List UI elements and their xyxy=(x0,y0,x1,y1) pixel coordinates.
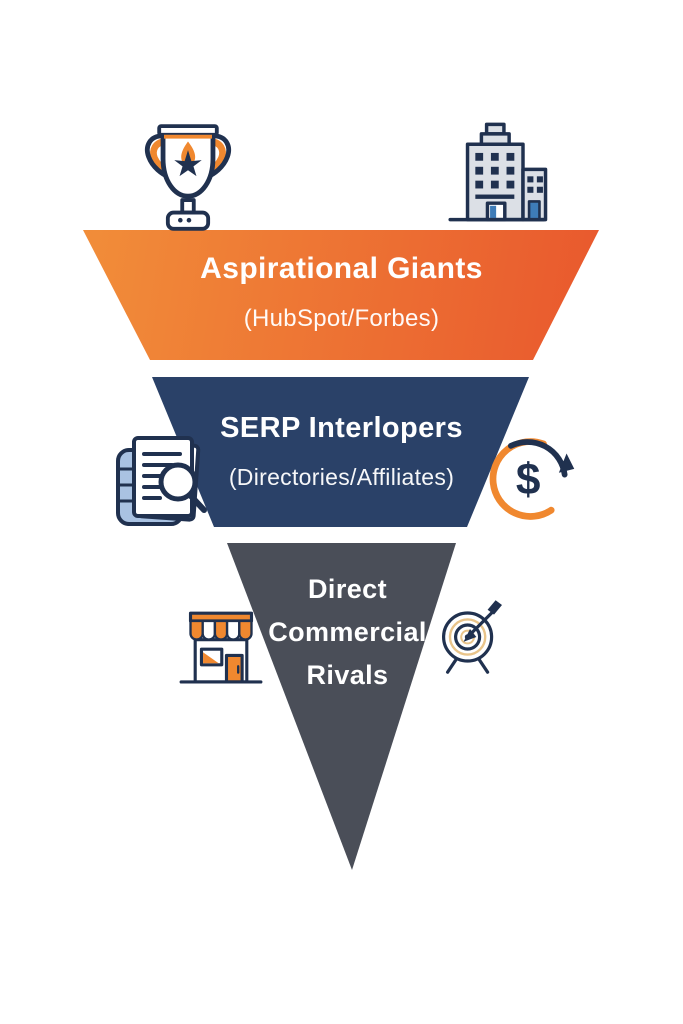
tier3-label-line1: Direct xyxy=(308,574,387,604)
tier3-label-line2: Commercial xyxy=(268,617,427,647)
tier3-label-line3: Rivals xyxy=(306,660,389,690)
tier2-sublabel: (Directories/Affiliates) xyxy=(228,464,455,490)
tier1-sublabel: (HubSpot/Forbes) xyxy=(243,305,440,332)
trophy-icon xyxy=(144,124,232,231)
storefront-icon xyxy=(179,611,263,684)
documents-search-icon xyxy=(116,436,207,526)
building-icon xyxy=(448,122,548,222)
tier2-label: SERP Interlopers xyxy=(220,412,463,444)
target-arrow-icon xyxy=(442,600,502,674)
dollar-cycle-icon: $ xyxy=(489,438,575,520)
tier3-label: Direct Commercial Rivals xyxy=(6,568,683,697)
svg-text:$: $ xyxy=(516,455,541,504)
tier1-label: Aspirational Giants xyxy=(200,252,483,285)
